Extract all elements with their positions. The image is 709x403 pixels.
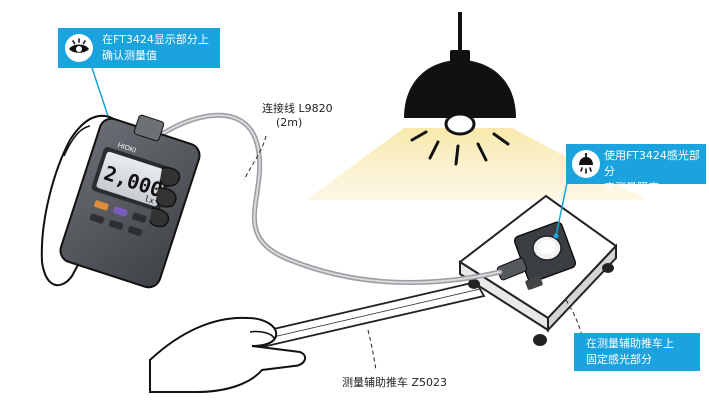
eye-icon: [65, 34, 93, 62]
cart-label: 测量辅助推车 Z5023: [342, 376, 448, 389]
callout-fix-line1: 在测量辅助推车上: [586, 337, 674, 350]
callout-sensor-line2: 来测量照度: [604, 181, 659, 194]
cart-leader-line: [367, 329, 377, 371]
cable-length-label: (2m): [276, 116, 303, 129]
cart-handle-rod: [250, 280, 486, 350]
callout-display-line1: 在FT3424显示部分上: [102, 33, 209, 46]
lamp-icon: [572, 150, 600, 178]
sensor-pointer-line: [555, 177, 569, 237]
callout-sensor-line1: 使用FT3424感光部分: [604, 149, 700, 178]
light-beam: [306, 128, 648, 200]
hand-pushing-cart: [149, 316, 307, 393]
callout-display-line2: 确认测量值: [102, 49, 157, 62]
meter-unit: lx: [143, 194, 155, 206]
callout-fix-line2: 固定感光部分: [586, 353, 652, 366]
measurement-cart: [458, 194, 618, 346]
callout-sensor: 使用FT3424感光部分 来测量照度: [566, 144, 706, 194]
lux-meter-ft3424: 2,000 lx HIOKI: [59, 114, 201, 289]
ceiling-lamp: [404, 12, 516, 166]
callout-fix-sensor: 在测量辅助推车上 固定感光部分: [574, 333, 700, 371]
cable-label: 连接线 L9820: [262, 102, 333, 115]
cable-leader-line: [243, 135, 267, 181]
callout-display: 在FT3424显示部分上 确认测量值: [58, 28, 220, 68]
